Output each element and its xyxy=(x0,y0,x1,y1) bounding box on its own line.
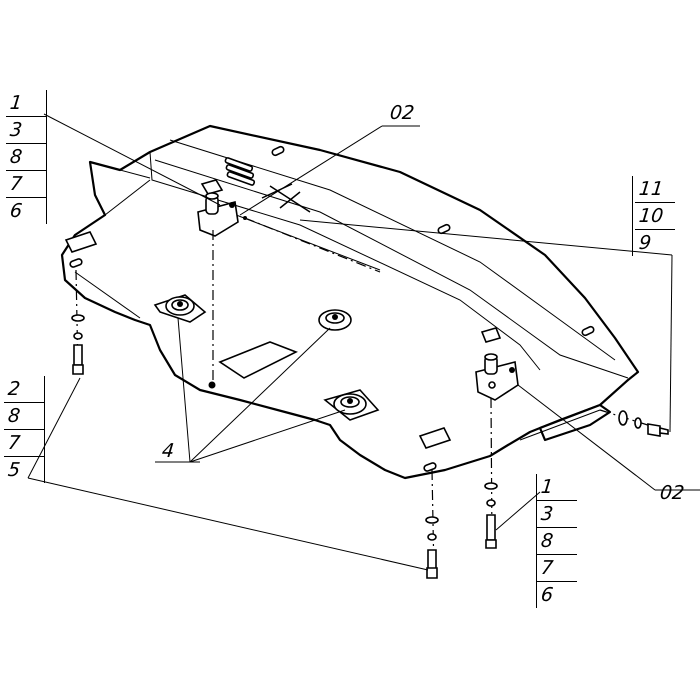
callout-label: 6 xyxy=(539,584,555,606)
leader-line xyxy=(517,384,656,491)
fastener-right xyxy=(618,410,669,437)
callout-label: 8 xyxy=(539,530,555,552)
mount-hole xyxy=(208,381,216,389)
callout-label: 5 xyxy=(6,459,22,481)
vent-slots xyxy=(224,157,256,186)
axis-line xyxy=(244,217,381,273)
callout-label: 9 xyxy=(637,232,653,254)
callout-label: 1 xyxy=(539,476,555,498)
plate-inner-front-edge xyxy=(169,139,616,361)
fastener-bottom-center xyxy=(425,516,439,579)
callout-stack-top-left: 1 3 8 7 6 xyxy=(6,90,47,224)
callout-label-center: 4 xyxy=(160,440,176,462)
callout-label-bottom-right: 02 xyxy=(658,482,686,504)
plate-fold-line-3 xyxy=(104,179,151,216)
slot xyxy=(69,258,83,268)
tab-right xyxy=(480,327,502,343)
slot xyxy=(437,223,451,235)
plate-right-flange xyxy=(538,403,612,442)
callout-stack-bottom-center: 1 3 8 7 6 xyxy=(536,474,577,608)
plate-right-flange-inner xyxy=(519,409,601,441)
plate-rear-flange xyxy=(74,271,141,319)
plate-rib-line xyxy=(209,204,381,271)
leader-line xyxy=(189,327,331,463)
leader-line xyxy=(27,377,81,479)
bracket-right xyxy=(475,353,519,401)
tab-top xyxy=(200,179,224,195)
callout-stack-left: 2 8 7 5 xyxy=(4,376,45,483)
fastener-bottom-right xyxy=(484,482,498,549)
callout-label: 6 xyxy=(8,200,24,222)
slot xyxy=(581,325,595,337)
tab-bottom xyxy=(418,427,452,449)
callout-label: 8 xyxy=(8,146,24,168)
callout-label: 3 xyxy=(539,503,555,525)
plate-fold-line-top xyxy=(149,151,541,371)
access-cutout xyxy=(218,341,298,379)
leader-line xyxy=(299,219,673,256)
bracket-left xyxy=(197,192,239,237)
leader-line xyxy=(239,125,383,216)
rubber-mount-3 xyxy=(323,389,380,421)
tab-left xyxy=(64,231,98,253)
slot xyxy=(423,462,437,472)
callout-label-top-center: 02 xyxy=(388,102,416,124)
leader-line xyxy=(43,113,221,206)
callout-label: 3 xyxy=(8,119,24,141)
callout-label: 10 xyxy=(637,205,665,227)
callout-stack-right: 11 10 9 xyxy=(632,176,675,256)
leader-line xyxy=(27,477,429,571)
plate-fold-line-2 xyxy=(154,159,629,379)
leader-line xyxy=(177,317,191,463)
callout-label: 11 xyxy=(637,178,665,200)
logo-mark xyxy=(261,183,311,213)
callout-label: 7 xyxy=(539,557,555,579)
fastener-left xyxy=(71,314,85,375)
leader-line xyxy=(495,491,541,531)
callout-label: 7 xyxy=(6,432,22,454)
rubber-mount-1 xyxy=(153,294,207,323)
callout-label: 7 xyxy=(8,173,24,195)
plate-left-flange xyxy=(89,161,151,179)
rubber-mount-2 xyxy=(318,309,352,331)
callout-label: 8 xyxy=(6,405,22,427)
callout-label: 2 xyxy=(6,378,22,400)
callout-label: 1 xyxy=(8,92,24,114)
leader-line xyxy=(189,409,346,463)
slot xyxy=(271,145,285,157)
leader-line xyxy=(669,254,673,433)
